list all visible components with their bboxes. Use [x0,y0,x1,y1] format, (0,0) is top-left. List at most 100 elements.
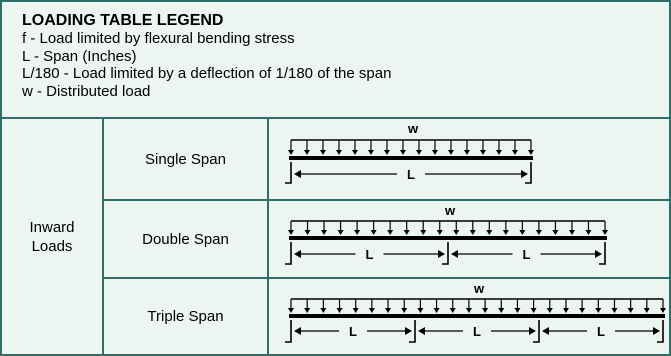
load-arrowhead [417,308,424,313]
load-arrowhead [482,308,489,313]
beam [289,156,533,160]
load-arrowhead [562,308,569,313]
load-arrowhead [436,230,443,235]
load-arrowhead [400,150,406,155]
load-arrowhead [528,150,534,155]
span-label-l: L [597,324,605,339]
load-arrowhead [552,230,559,235]
load-label-w: w [473,281,485,296]
legend-line-l180: L/180 - Load limited by a deflection of … [22,65,392,83]
support-bracket [599,242,606,265]
row-label-double-span: Double Span [104,201,269,277]
load-arrowhead [568,230,575,235]
load-arrowhead [585,230,592,235]
load-arrowhead [595,308,602,313]
legend-section: LOADING TABLE LEGEND f - Load limited by… [2,2,669,119]
load-arrowhead [320,150,326,155]
dimension-arrow-right [653,327,660,335]
load-arrowhead [304,150,310,155]
row-label-triple-span: Triple Span [104,279,269,354]
span-label-l: L [366,247,374,262]
load-arrowhead [433,308,440,313]
inward-loads-cell: Inward Loads [2,119,104,354]
load-arrowhead [352,308,359,313]
load-arrowhead [643,308,650,313]
dimension-arrow-right [405,327,412,335]
load-arrowhead [304,230,311,235]
load-arrowhead [368,308,375,313]
dimension-arrow-left [294,327,301,335]
load-arrowhead [611,308,618,313]
load-arrowhead [336,150,342,155]
dimension-arrow-left [542,327,549,335]
support-bracket [285,320,292,343]
load-arrowhead [384,150,390,155]
dimension-arrow-right [438,250,445,258]
load-arrowhead [627,308,634,313]
load-arrowhead [401,308,408,313]
load-arrowhead [660,308,666,313]
dimension-arrow-left [451,250,458,258]
support-bracket [442,242,449,265]
load-arrowhead [432,150,438,155]
dimension-arrow-left [418,327,425,335]
load-arrowhead [546,308,553,313]
load-arrowhead [514,308,521,313]
support-bracket [657,320,664,343]
load-arrowhead [448,150,454,155]
load-arrowhead [449,308,456,313]
load-arrowhead [403,230,410,235]
load-arrowhead [387,230,394,235]
support-bracket [285,242,292,265]
load-arrowhead [337,230,344,235]
load-arrowhead [385,308,392,313]
load-label-w: w [407,121,419,136]
load-arrowhead [336,308,343,313]
span-label-l: L [523,247,531,262]
load-arrowhead [530,308,537,313]
span-label-l: L [473,324,481,339]
triple-span-beam-svg: wL L L [285,281,666,343]
legend-line-f: f - Load limited by flexural bending str… [22,30,295,47]
load-arrowhead [420,230,427,235]
legend-title: LOADING TABLE LEGEND [22,12,224,29]
support-bracket [533,320,540,343]
span-label-l: L [349,324,357,339]
load-arrowhead [288,308,294,313]
load-arrowhead [320,308,327,313]
support-bracket [525,162,532,184]
load-arrowhead [453,230,460,235]
load-arrowhead [579,308,586,313]
dimension-arrow-right [595,250,602,258]
dimension-arrow-left [294,250,301,258]
legend-line-l: L - Span (Inches) [22,47,137,65]
support-bracket [285,162,292,184]
load-arrowhead [304,308,311,313]
beam [289,314,665,318]
load-arrowhead [535,230,542,235]
dimension-arrow-right [521,170,528,178]
load-arrowhead [486,230,493,235]
load-arrowhead [498,308,505,313]
double-span-beam-svg: wL L [285,203,608,265]
load-arrowhead [469,230,476,235]
load-arrowhead [288,230,294,235]
support-bracket [409,320,416,343]
load-arrowhead [480,150,486,155]
load-arrowhead [321,230,328,235]
load-arrowhead [512,150,518,155]
load-arrowhead [416,150,422,155]
inward-label-line1: Inward [29,218,75,236]
single-span-beam-svg: wL [285,121,534,184]
load-arrowhead [352,150,358,155]
beam [289,236,607,240]
load-label-w: w [444,203,456,218]
load-arrowhead [602,230,608,235]
load-arrowhead [519,230,526,235]
inward-label-line2: Loads [31,237,73,255]
